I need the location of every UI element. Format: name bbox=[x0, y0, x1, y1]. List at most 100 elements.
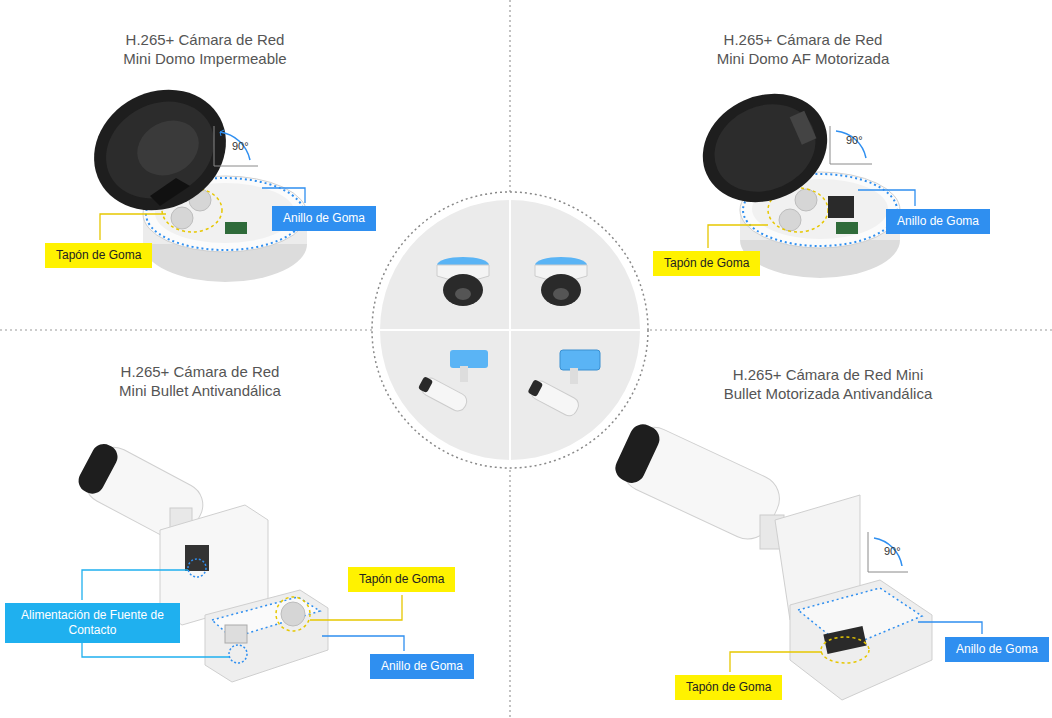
mini-bullet-icon bbox=[526, 350, 600, 419]
dome-camera-part-part bbox=[89, 83, 231, 217]
angle-marker bbox=[214, 126, 258, 166]
angle-marker-part bbox=[830, 164, 872, 165]
divider-lines-part bbox=[509, 0, 510, 200]
angle-marker-part bbox=[868, 572, 908, 573]
angle-label: 90° bbox=[232, 140, 249, 152]
angle-marker-part bbox=[830, 126, 831, 164]
bullet-camera-part bbox=[205, 590, 328, 682]
mini-bullet-icon-part bbox=[460, 366, 468, 382]
center-circle bbox=[372, 192, 648, 468]
bullet-camera-part-part bbox=[611, 420, 664, 487]
bullet-camera-part bbox=[790, 580, 932, 700]
bullet-camera bbox=[73, 437, 328, 682]
dome-camera-part-part bbox=[128, 110, 209, 186]
callout-text: Anillo de Goma bbox=[381, 659, 463, 674]
mini-dome-icon-part bbox=[455, 288, 471, 300]
leader-lines-part bbox=[82, 570, 188, 600]
callout-text: Anillo de Goma bbox=[283, 211, 365, 226]
angle-label: 90° bbox=[884, 545, 901, 557]
camera-title: H.265+ Cámara de Red Mini Bullet Motoriz… bbox=[678, 365, 978, 403]
callout-box: Tapón de Goma bbox=[45, 243, 152, 268]
callout-text: Tapón de Goma bbox=[686, 680, 771, 695]
callout-text: Anillo de Goma bbox=[956, 642, 1038, 657]
angle-marker-part bbox=[836, 131, 866, 158]
dome-camera-part bbox=[171, 207, 193, 229]
callout-box: Anillo de Goma bbox=[272, 206, 376, 231]
bullet-camera-part bbox=[225, 625, 247, 643]
angle-marker bbox=[868, 532, 908, 572]
dome-camera-part-part bbox=[685, 74, 844, 221]
leader-lines-part bbox=[82, 643, 229, 657]
callout-text: Tapón de Goma bbox=[359, 572, 444, 587]
camera-title: H.265+ Cámara de Red Mini Domo AF Motori… bbox=[673, 30, 933, 68]
dome-camera-part bbox=[836, 222, 858, 234]
dome-camera-part-part bbox=[790, 111, 817, 145]
callout-box: Alimentación de Fuente de Contacto bbox=[5, 603, 180, 643]
camera-title: H.265+ Cámara de Red Mini Bullet Antivan… bbox=[70, 362, 330, 400]
bullet-camera-part bbox=[821, 637, 869, 663]
callout-box: Anillo de Goma bbox=[945, 637, 1049, 662]
callout-text: Tapón de Goma bbox=[664, 256, 749, 271]
leader-lines-part bbox=[262, 188, 305, 203]
mini-bullet-icon-part bbox=[450, 350, 488, 368]
dome-camera-part bbox=[150, 178, 190, 206]
callout-box: Tapón de Goma bbox=[675, 675, 782, 700]
mini-dome-icon-part bbox=[541, 274, 581, 306]
dome-camera-part bbox=[225, 222, 247, 234]
mini-bullet-icon bbox=[417, 350, 488, 414]
angle-marker-part bbox=[220, 132, 250, 160]
dome-camera-part-part bbox=[73, 67, 248, 233]
leader-lines-part bbox=[708, 225, 768, 248]
mini-bullet-icon-part bbox=[417, 374, 470, 413]
leader-lines-part bbox=[322, 636, 404, 651]
mini-dome-icon-part bbox=[443, 274, 483, 306]
angle-marker-part bbox=[214, 166, 258, 167]
dome-camera bbox=[685, 74, 900, 278]
bullet-camera-part bbox=[281, 602, 305, 626]
mini-bullet-icon-part bbox=[560, 350, 600, 370]
bullet-camera-part bbox=[229, 645, 247, 663]
angle-label: 90° bbox=[846, 134, 863, 146]
bullet-camera-part bbox=[188, 559, 206, 577]
mini-bullet-icon-part-part bbox=[528, 378, 581, 418]
bullet-camera bbox=[610, 417, 932, 700]
leader-lines bbox=[82, 188, 982, 672]
center-circle-part bbox=[372, 192, 648, 468]
center-circle-part bbox=[380, 329, 640, 331]
dome-camera-part bbox=[795, 189, 817, 211]
mini-bullet-icon-part-part bbox=[527, 379, 543, 397]
callout-box: Anillo de Goma bbox=[886, 209, 990, 234]
leader-lines-part bbox=[310, 595, 402, 620]
dome-camera-part bbox=[685, 74, 844, 221]
leader-lines-part bbox=[918, 622, 982, 634]
bullet-camera-part bbox=[276, 597, 310, 631]
leader-lines-part bbox=[100, 214, 166, 240]
mini-bullet-icon-part-part bbox=[418, 376, 433, 393]
dome-camera-part bbox=[828, 196, 854, 218]
divider-lines-part bbox=[0, 329, 380, 330]
angle-marker-part bbox=[220, 130, 224, 136]
dome-camera-part bbox=[779, 209, 801, 231]
mini-dome-icon bbox=[437, 257, 489, 306]
dome-camera-part-part bbox=[700, 88, 829, 207]
angle-marker-part bbox=[868, 532, 869, 572]
angle-marker-part bbox=[874, 538, 902, 566]
callout-text: Alimentación de Fuente de Contacto bbox=[16, 608, 169, 638]
angle-marker bbox=[830, 126, 872, 164]
mini-bullet-icon-part-part bbox=[419, 375, 470, 413]
mini-dome-icon-part bbox=[553, 288, 569, 300]
divider-lines-part bbox=[509, 460, 510, 718]
callout-box: Tapón de Goma bbox=[348, 567, 455, 592]
bullet-camera-part-part bbox=[74, 440, 121, 498]
mini-bullet-icon-part bbox=[570, 368, 578, 384]
callout-text: Tapón de Goma bbox=[56, 248, 141, 263]
callout-box: Tapón de Goma bbox=[653, 251, 760, 276]
callout-box: Anillo de Goma bbox=[370, 654, 474, 679]
mini-dome-icon bbox=[535, 257, 587, 306]
mini-bullet-icon-part bbox=[526, 377, 581, 418]
dome-camera-part bbox=[73, 67, 248, 233]
angle-marker-part bbox=[214, 126, 215, 166]
callout-text: Anillo de Goma bbox=[897, 214, 979, 229]
